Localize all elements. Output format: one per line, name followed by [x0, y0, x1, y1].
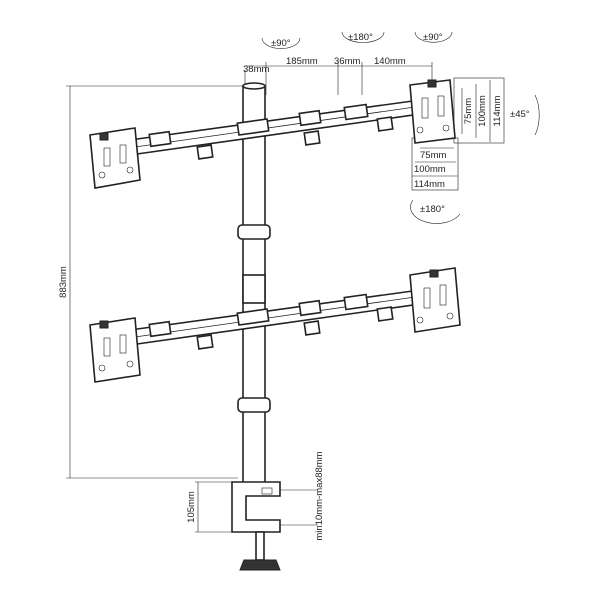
- vesa-100-vertical: 100mm: [477, 95, 488, 127]
- plate-rotation-indicator: ±180°: [410, 199, 461, 224]
- vesa-114-vertical: 114mm: [492, 95, 503, 126]
- vesa-plate-top-right: [409, 79, 456, 144]
- clamp-height-label: 105mm: [186, 491, 197, 523]
- pole-collar-bottom: [237, 397, 271, 413]
- vesa-75-horizontal: 75mm: [420, 150, 446, 161]
- tilt-label: ±45°: [510, 109, 530, 120]
- rotation-indicator-left: ±90°: [261, 37, 301, 49]
- vesa-100-horizontal: 100mm: [414, 164, 446, 175]
- upper-arm: [129, 99, 421, 160]
- pole: [237, 82, 271, 485]
- dim-185: 185mm: [286, 56, 318, 67]
- desk-clamp: [231, 481, 318, 571]
- dim-36: 36mm: [334, 56, 360, 67]
- clamp-dimensions: 105mm min10mm-max88mm: [186, 451, 325, 540]
- arm-length-dimensions: 38mm 185mm 36mm 140mm: [243, 56, 433, 95]
- vesa-75-vertical: 75mm: [463, 98, 474, 124]
- tilt-indicator: ±45°: [510, 94, 540, 136]
- height-label: 883mm: [58, 266, 69, 298]
- vesa-plate-bottom-right: [409, 267, 461, 333]
- rotation-indicator-right: ±90°: [414, 31, 453, 43]
- vesa-dimension-box: 75mm 100mm 114mm 75mm 100mm 114mm: [411, 77, 505, 191]
- pole-joint: [242, 274, 266, 304]
- height-dimension: 883mm: [58, 85, 244, 479]
- rotation-label-mid: ±180°: [348, 32, 373, 43]
- dim-140: 140mm: [374, 56, 406, 67]
- rotation-indicator-mid: ±180°: [341, 31, 385, 43]
- lower-arm: [129, 289, 421, 350]
- plate-rotation-label: ±180°: [420, 204, 445, 215]
- vesa-plate-bottom-left: [89, 317, 141, 383]
- vesa-plate-top-left: [89, 127, 141, 189]
- rotation-label-right: ±90°: [423, 32, 443, 43]
- clamp-range-label: min10mm-max88mm: [314, 451, 325, 540]
- dim-38: 38mm: [243, 64, 269, 75]
- vesa-114-horizontal: 114mm: [414, 179, 445, 190]
- pole-collar-top: [237, 224, 271, 240]
- rotation-label-left: ±90°: [271, 38, 291, 49]
